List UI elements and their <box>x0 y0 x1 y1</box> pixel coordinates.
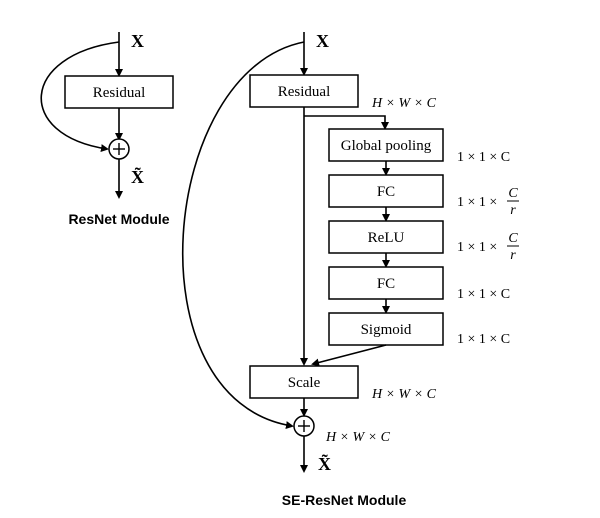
se-global-pooling-label: Global pooling <box>341 138 432 154</box>
se-arrow-sigmoid-scale <box>311 344 387 367</box>
resnet-caption: ResNet Module <box>68 211 169 227</box>
se-relu-dims-prefix: 1 × 1 × <box>457 240 497 255</box>
se-sum-icon <box>293 415 315 437</box>
se-relu-block <box>328 220 444 254</box>
se-fc2-dims: 1 × 1 × C <box>457 287 510 302</box>
se-skip-connection <box>181 41 305 429</box>
se-resnet-module: X Residual H × W × C Global pooling 1 × … <box>181 31 519 508</box>
se-sigmoid-label: Sigmoid <box>361 322 412 338</box>
se-fc1-dims-prefix: 1 × 1 × <box>457 195 497 210</box>
se-global-pooling-block <box>328 128 444 162</box>
se-residual-block <box>249 74 359 108</box>
se-fc2-block <box>328 266 444 300</box>
se-fc1-block <box>328 174 444 208</box>
resnet-sum-icon <box>108 138 130 160</box>
se-fc1-label: FC <box>377 184 395 200</box>
se-scale-dims: H × W × C <box>371 387 437 402</box>
resnet-output-label: X̃ <box>131 167 144 187</box>
se-residual-label: Residual <box>278 84 331 100</box>
se-sum-dims: H × W × C <box>325 430 391 445</box>
se-input-label: X <box>316 31 329 51</box>
resnet-input-label: X <box>131 31 144 51</box>
se-output-label: X̃ <box>318 454 331 474</box>
resnet-residual-label: Residual <box>93 85 146 101</box>
se-sigmoid-dims: 1 × 1 × C <box>457 332 510 347</box>
se-global-pooling-dims: 1 × 1 × C <box>457 150 510 165</box>
se-branch-arrow <box>304 115 389 130</box>
se-relu-dims-denominator: r <box>510 248 516 263</box>
se-fc1-dims-numerator: C <box>508 186 518 201</box>
se-fc2-label: FC <box>377 276 395 292</box>
se-scale-block <box>249 365 359 399</box>
resnet-skip-connection <box>40 41 120 153</box>
se-relu-label: ReLU <box>368 230 405 246</box>
se-relu-dims-numerator: C <box>508 231 518 246</box>
resnet-module: X Residual X̃ ResNet Module <box>40 31 174 227</box>
se-fc1-dims-denominator: r <box>510 203 516 218</box>
se-sigmoid-block <box>328 312 444 346</box>
se-scale-label: Scale <box>288 375 321 391</box>
se-residual-dims: H × W × C <box>371 96 437 111</box>
se-resnet-caption: SE-ResNet Module <box>282 492 407 508</box>
